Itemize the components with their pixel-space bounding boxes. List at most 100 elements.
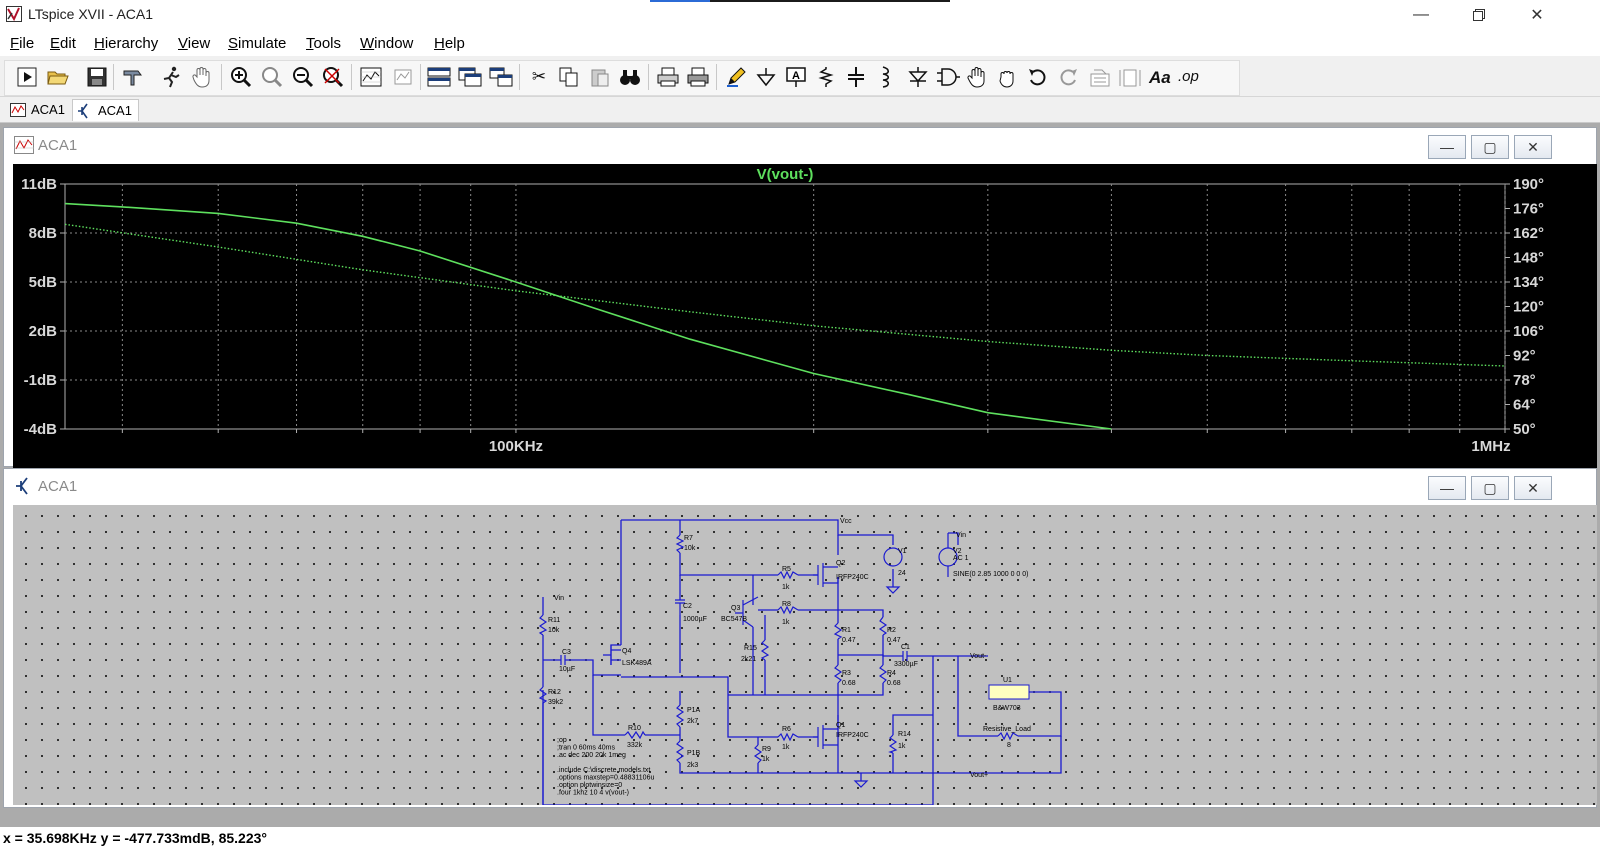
diode-button[interactable] (905, 64, 931, 90)
schematic-label-p1bv[interactable]: 2k3 (687, 762, 698, 769)
schematic-label-q4v[interactable]: LSK489A (622, 660, 652, 667)
child-maximize-button[interactable]: ▢ (1471, 135, 1509, 159)
schematic-label-r7v[interactable]: 10k (684, 545, 696, 552)
schematic-label-q2v[interactable]: IRFP240C (836, 574, 869, 581)
schematic-label-rl[interactable]: Resistive_Load (983, 726, 1031, 733)
spice-directive-line[interactable]: .option plotwinsize=0 (557, 782, 622, 789)
schematic-label-r15v[interactable]: 2k21 (741, 656, 756, 663)
inductor-button[interactable] (873, 64, 899, 90)
schematic-label-p1av[interactable]: 2k7 (687, 718, 698, 725)
schematic-window-titlebar[interactable]: ACA1 — ▢ ✕ (4, 469, 1596, 503)
schematic-label-q2[interactable]: Q2 (836, 560, 845, 567)
child-minimize-button[interactable]: — (1428, 476, 1466, 500)
schematic-label-c1v[interactable]: 3300µF (894, 661, 918, 668)
schematic-label-v1v[interactable]: 24 (898, 570, 906, 577)
spice-directive-line[interactable]: .include C:\discrete models.txt (557, 767, 650, 774)
print-button[interactable] (685, 64, 711, 90)
find-button[interactable] (617, 64, 643, 90)
resistor-button[interactable] (813, 64, 839, 90)
redo-button[interactable] (1055, 64, 1081, 90)
menu-tools[interactable]: Tools (306, 35, 341, 52)
schematic-label-r12[interactable]: R12 (548, 689, 561, 696)
minimize-button[interactable]: — (1413, 6, 1429, 23)
drag-button[interactable] (995, 64, 1021, 90)
schematic-label-q4[interactable]: Q4 (622, 648, 631, 655)
save-button[interactable] (84, 64, 110, 90)
zoom-out-button[interactable] (290, 64, 316, 90)
paste-button[interactable] (587, 64, 613, 90)
schematic-label-q3[interactable]: Q3 (731, 605, 740, 612)
mirror-button[interactable] (1117, 64, 1143, 90)
tile-horizontal-button[interactable] (426, 64, 452, 90)
bode-plot-chart[interactable]: 11dB8dB5dB2dB-1dB-4dB190°176°162°148°134… (13, 164, 1597, 464)
spice-directive-button[interactable]: .op (1177, 64, 1203, 90)
schematic-label-r10v[interactable]: 332k (627, 742, 643, 749)
schematic-label-vin2[interactable]: Vin (956, 532, 966, 539)
menu-view[interactable]: View (178, 35, 210, 52)
ground-button[interactable] (753, 64, 779, 90)
schematic-label-r14[interactable]: R14 (898, 731, 911, 738)
cut-button[interactable]: ✂ (526, 64, 552, 90)
schematic-label-r9[interactable]: R9 (762, 746, 771, 753)
schematic-label-r7[interactable]: R7 (684, 535, 693, 542)
schematic-label-u1[interactable]: U1 (1003, 677, 1012, 684)
capacitor-button[interactable] (843, 64, 869, 90)
schematic-label-v2s[interactable]: SINE(0 2.85 1000 0 0 0) (953, 571, 1029, 578)
schematic-label-vcc[interactable]: Vcc (840, 518, 852, 525)
open-button[interactable] (45, 64, 71, 90)
schematic-label-vin1[interactable]: Vin (554, 595, 564, 602)
autorange-button[interactable] (358, 64, 384, 90)
spice-directive-line[interactable]: .ac dec 200 20k 1meg (557, 752, 626, 759)
schematic-window[interactable]: ACA1 — ▢ ✕ (3, 468, 1597, 808)
schematic-label-r8v[interactable]: 1k (782, 619, 790, 626)
schematic-label-c1[interactable]: C1 (901, 644, 910, 651)
schematic-label-r4[interactable]: R4 (887, 670, 896, 677)
schematic-label-c3[interactable]: C3 (562, 649, 571, 656)
print-preview-button[interactable] (655, 64, 681, 90)
menu-help[interactable]: Help (434, 35, 465, 52)
schematic-label-r3[interactable]: R3 (842, 670, 851, 677)
schematic-label-voutm[interactable]: Vout- (970, 653, 987, 660)
schematic-label-v2[interactable]: V2 (953, 548, 962, 555)
tab-waveform-aca1[interactable]: ACA1 (6, 99, 71, 120)
menu-window[interactable]: Window (360, 35, 413, 52)
schematic-label-r8[interactable]: R8 (782, 601, 791, 608)
pencil-button[interactable] (723, 64, 749, 90)
schematic-label-r5v[interactable]: 1k (782, 584, 790, 591)
spice-directive-line[interactable]: ;tran 0 60ms 40ms (557, 745, 615, 752)
schematic-label-r12v[interactable]: 39k2 (548, 699, 563, 706)
schematic-label-r2[interactable]: R2 (887, 627, 896, 634)
schematic-label-r15[interactable]: R15 (744, 645, 757, 652)
child-minimize-button[interactable]: — (1428, 135, 1466, 159)
schematic-label-r14v[interactable]: 1k (898, 743, 906, 750)
tab-schematic-aca1[interactable]: ACA1 (72, 99, 139, 121)
text-button[interactable]: Aa (1147, 64, 1173, 90)
schematic-label-r4v[interactable]: 0.68 (887, 680, 901, 687)
schematic-label-r5[interactable]: R5 (782, 566, 791, 573)
label-net-button[interactable]: A (783, 64, 809, 90)
schematic-label-r1[interactable]: R1 (842, 627, 851, 634)
menu-simulate[interactable]: Simulate (228, 35, 286, 52)
schematic-label-r10[interactable]: R10 (628, 725, 641, 732)
schematic-label-q3v[interactable]: BC547B (721, 616, 747, 623)
schematic-label-q1v[interactable]: IRFP240C (836, 732, 869, 739)
schematic-label-r9v[interactable]: 1k (762, 756, 770, 763)
move-button[interactable] (965, 64, 991, 90)
schematic-label-r1v[interactable]: 0.47 (842, 637, 856, 644)
zoom-fit-button[interactable] (320, 64, 346, 90)
run-button[interactable] (14, 64, 40, 90)
schematic-label-r2v[interactable]: 0.47 (887, 637, 901, 644)
schematic-label-p1a[interactable]: P1A (687, 707, 701, 714)
child-close-button[interactable]: ✕ (1514, 135, 1552, 159)
zoom-in-button[interactable] (228, 64, 254, 90)
schematic-label-voutp[interactable]: Vout+ (970, 772, 988, 779)
pan-button[interactable] (189, 64, 215, 90)
schematic-label-r6[interactable]: R6 (782, 726, 791, 733)
child-close-button[interactable]: ✕ (1514, 476, 1552, 500)
waveform-button[interactable] (390, 64, 416, 90)
rotate-button[interactable] (1087, 64, 1113, 90)
zoom-area-button[interactable] (259, 64, 285, 90)
